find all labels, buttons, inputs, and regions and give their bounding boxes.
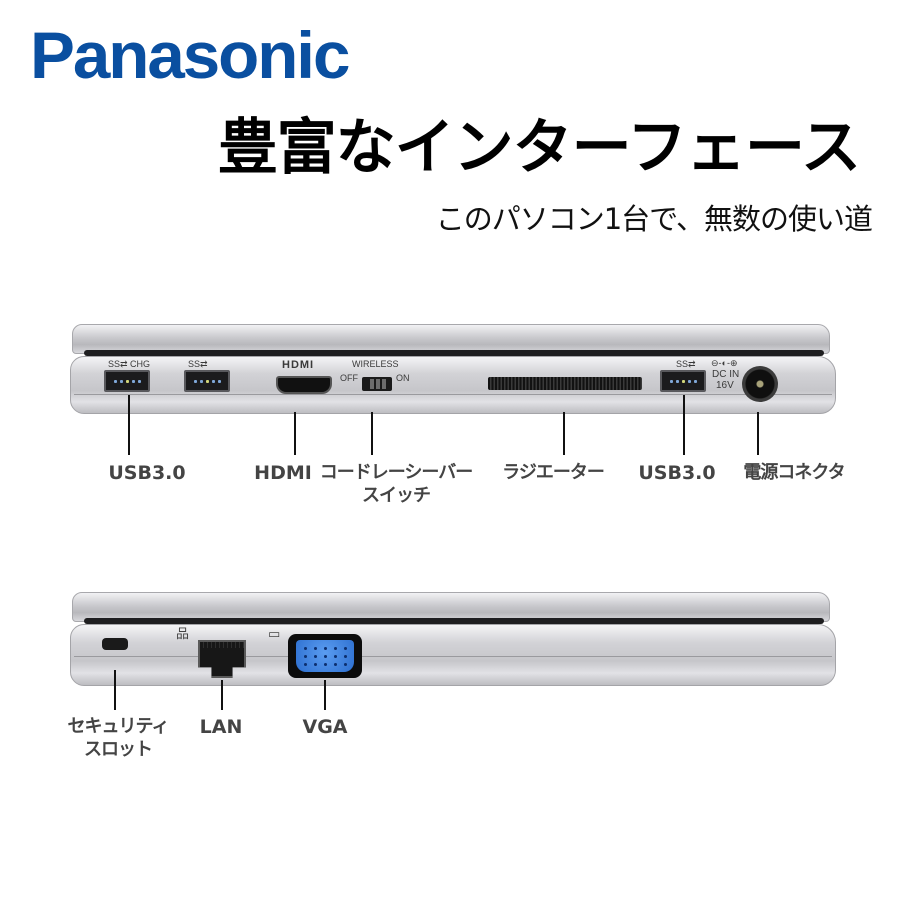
voltage-marking: 16V xyxy=(716,380,734,391)
radiator-vent xyxy=(488,377,642,390)
on-marking: ON xyxy=(396,373,410,383)
label-wireless-switch-line1: コードレーシーバー xyxy=(319,462,473,483)
usb-port-right xyxy=(660,370,706,392)
leader-line-lan xyxy=(221,680,223,710)
dc-in-marking: DC IN xyxy=(712,369,740,380)
lid-gap xyxy=(84,618,824,624)
base-seam xyxy=(74,656,832,657)
leader-line-radiator xyxy=(563,412,565,455)
dc-polarity-marking: ⊖-◐-⊕ xyxy=(711,358,738,368)
security-slot xyxy=(102,638,128,650)
label-power-connector: 電源コネクタ xyxy=(743,462,845,483)
network-icon: 品 xyxy=(176,627,190,642)
label-security-line1: セキュリティ xyxy=(67,716,170,737)
usb-marking-2: SS⇄ xyxy=(188,359,208,369)
page-title: 豊富なインターフェース xyxy=(217,113,861,183)
leader-line-security xyxy=(114,670,116,710)
label-security-line2: スロット xyxy=(83,738,153,760)
laptop-base xyxy=(70,624,836,686)
base-seam xyxy=(74,394,832,395)
label-lan: LAN xyxy=(199,716,243,738)
hdmi-port xyxy=(276,376,332,394)
leader-line-vga xyxy=(324,680,326,710)
label-security-slot: セキュリティ スロット xyxy=(67,716,170,761)
dc-power-jack xyxy=(742,366,778,402)
leader-line-usb-right xyxy=(683,395,685,455)
page-subtitle: このパソコン1台で、無数の使い道 xyxy=(435,202,873,236)
label-wireless-switch-line2: スイッチ xyxy=(362,484,431,506)
label-usb-right: USB3.0 xyxy=(638,462,716,484)
usb-port-left xyxy=(104,370,150,392)
label-usb-left: USB3.0 xyxy=(108,462,186,484)
monitor-icon: ▭ xyxy=(268,627,281,642)
usb-marking-3: SS⇄ xyxy=(676,359,696,369)
label-wireless-switch: コードレーシーバー スイッチ xyxy=(319,462,473,507)
leader-line-switch xyxy=(371,412,373,455)
vga-port xyxy=(288,634,362,678)
label-vga: VGA xyxy=(302,716,348,738)
label-radiator: ラジエーター xyxy=(502,462,605,483)
laptop-right-side-view: SS⇄ CHG SS⇄ HDMI WIRELESS OFF ON SS⇄ ⊖-◐… xyxy=(70,322,836,418)
leader-line-usb-left xyxy=(128,395,130,455)
lid-gap xyxy=(84,350,824,356)
usb-chg-marking: SS⇄ CHG xyxy=(108,359,151,369)
usb-port-middle xyxy=(184,370,230,392)
label-hdmi: HDMI xyxy=(254,462,312,484)
wireless-marking: WIRELESS xyxy=(352,359,399,369)
wireless-switch xyxy=(362,377,392,391)
off-marking: OFF xyxy=(340,373,358,383)
leader-line-power xyxy=(757,412,759,455)
laptop-left-side-view: 品 ▭ xyxy=(70,590,836,690)
panasonic-logo: Panasonic xyxy=(30,18,350,92)
hdmi-logo-marking: HDMI xyxy=(282,359,315,371)
leader-line-hdmi xyxy=(294,412,296,455)
